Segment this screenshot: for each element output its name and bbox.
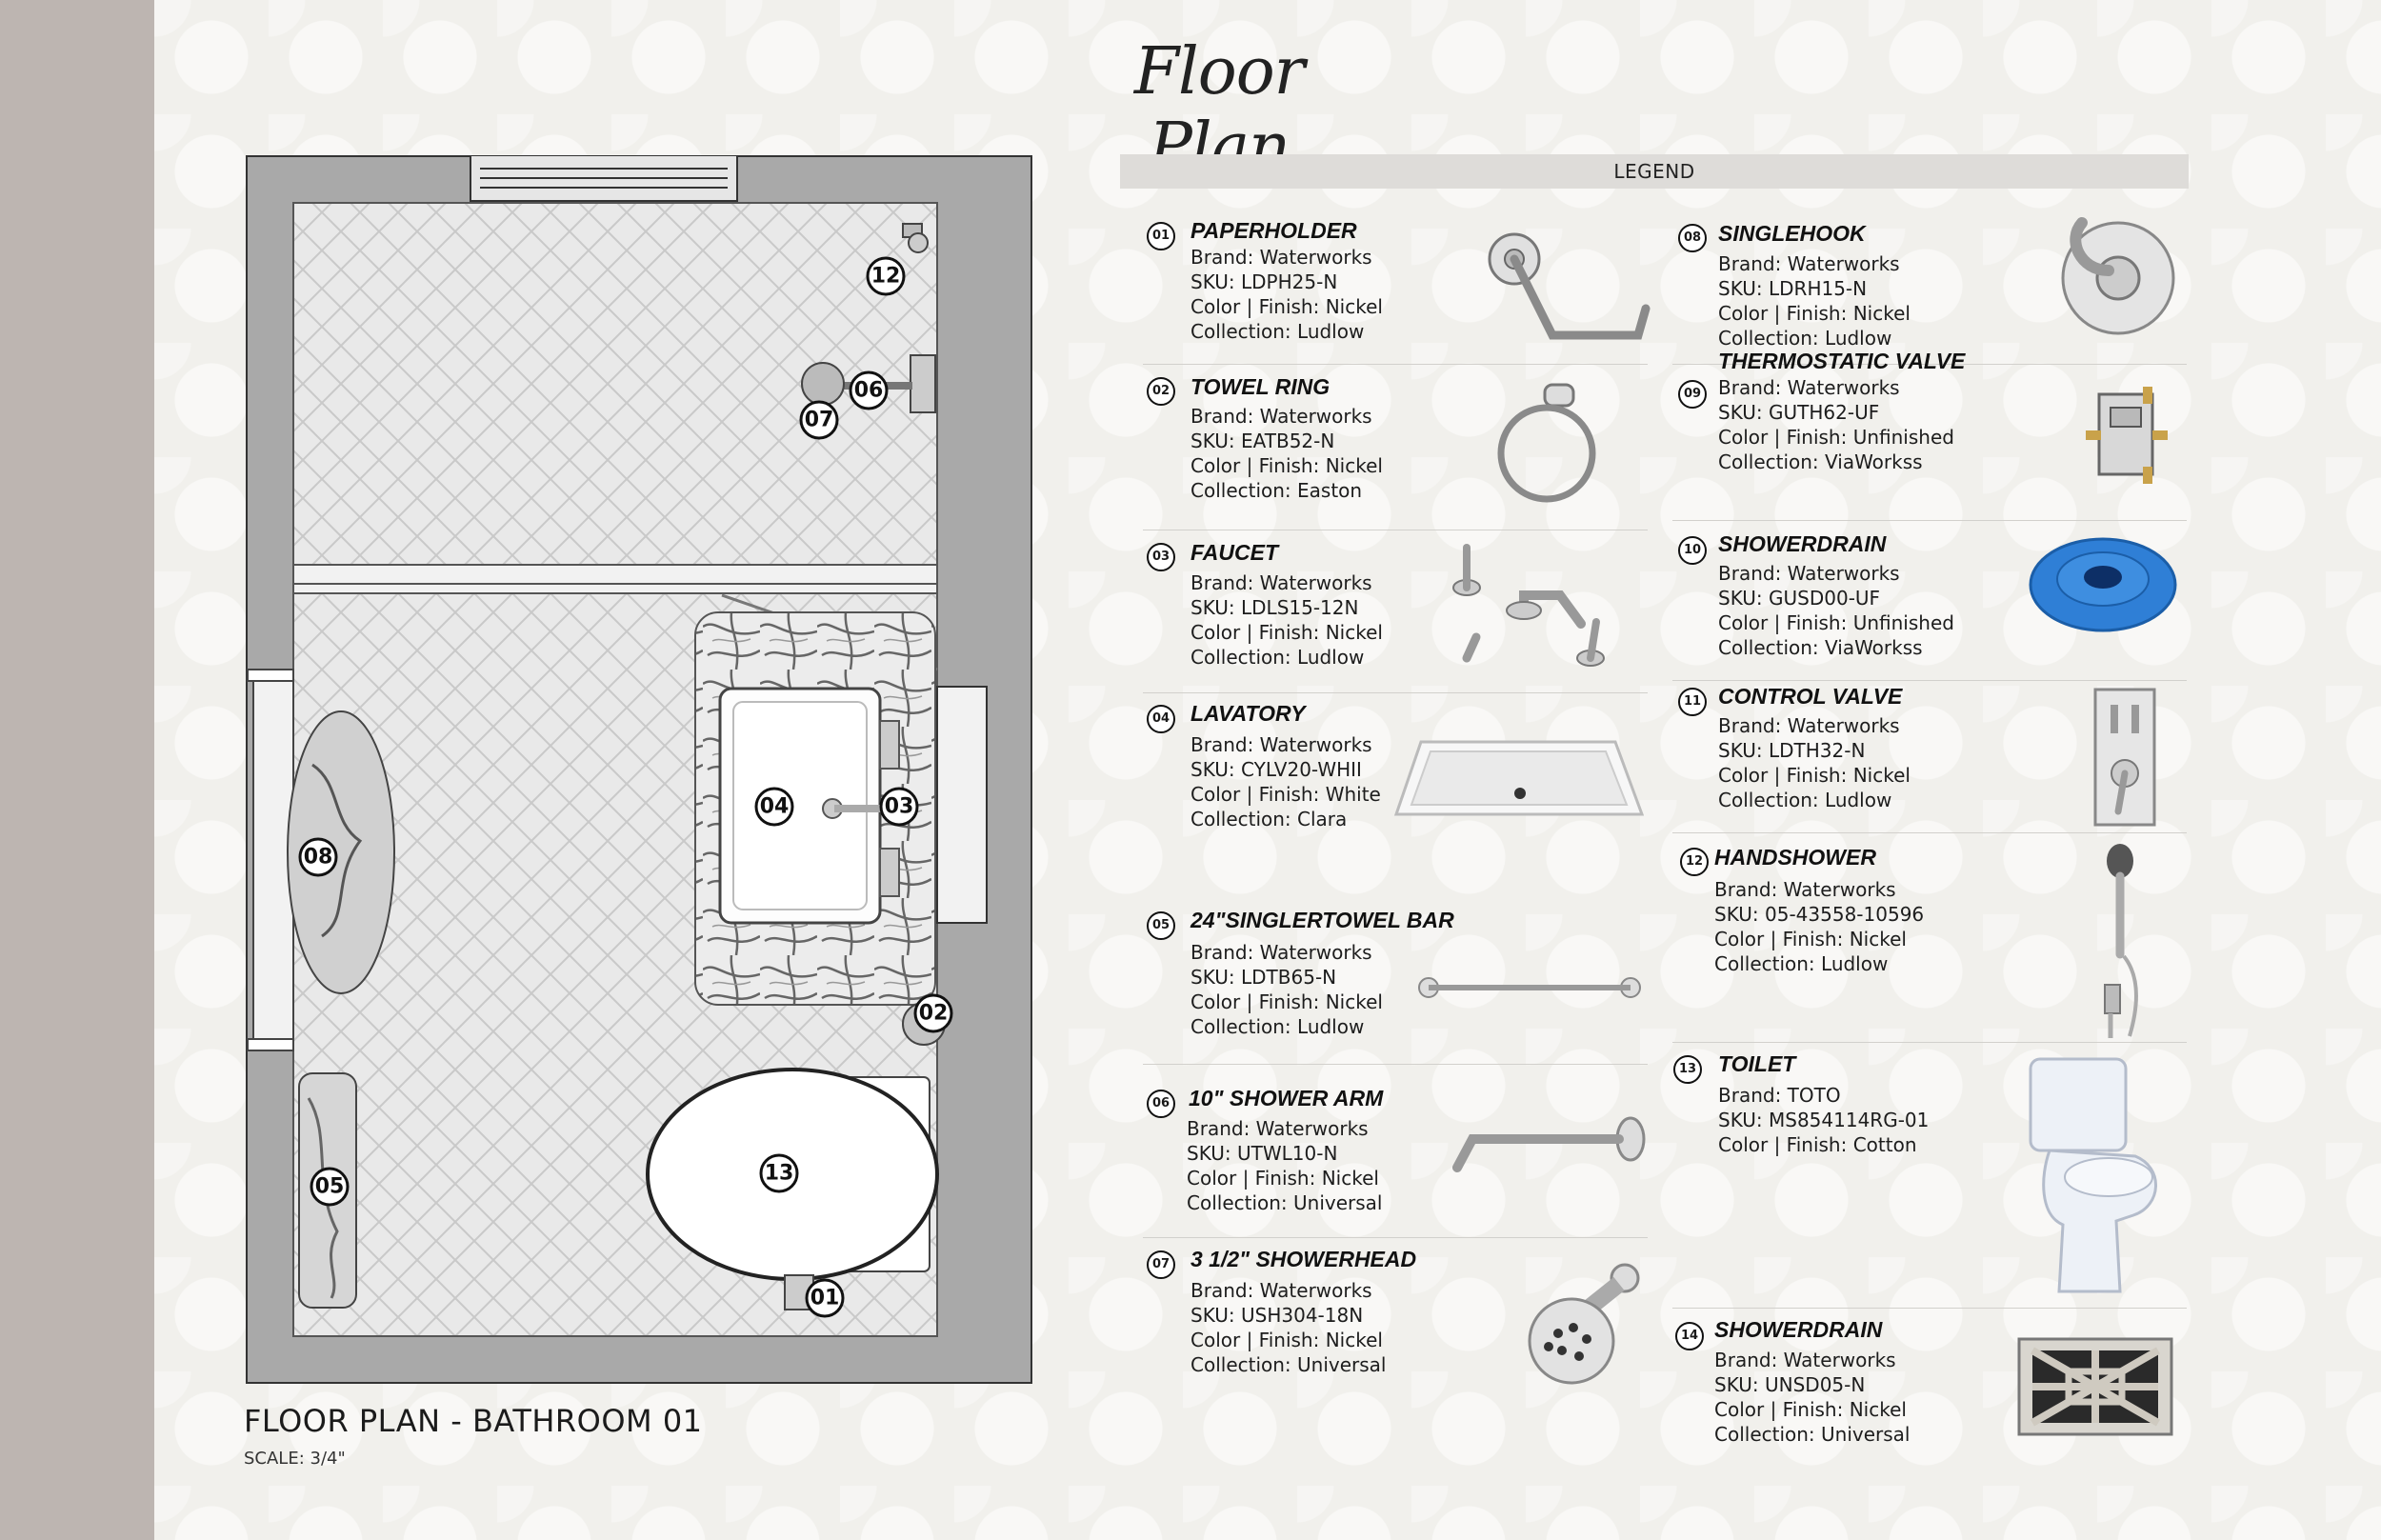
side-band bbox=[0, 0, 154, 1540]
wall-niche bbox=[936, 686, 988, 924]
svg-text:01: 01 bbox=[810, 1287, 840, 1310]
shower-arm-icon bbox=[1452, 1116, 1646, 1172]
legend-item-name: TOILET bbox=[1718, 1051, 1796, 1076]
legend-item-name: SINGLEHOOK bbox=[1718, 221, 1866, 246]
toilet-icon bbox=[2029, 1057, 2157, 1293]
legend-separator bbox=[1143, 1064, 1648, 1065]
legend-item-name: HANDSHOWER bbox=[1714, 845, 1876, 870]
legend-item-name: TOWEL RING bbox=[1190, 374, 1331, 399]
plan-caption: FLOOR PLAN - BATHROOM 01 bbox=[244, 1403, 703, 1439]
legend-number: 08 bbox=[1678, 224, 1707, 252]
legend-item-name: 10" SHOWER ARM bbox=[1189, 1086, 1384, 1110]
svg-text:12: 12 bbox=[871, 265, 901, 289]
legend-number: 12 bbox=[1680, 848, 1709, 876]
legend-item-name: SHOWERDRAIN bbox=[1714, 1317, 1883, 1342]
plan-tag-06: 06 bbox=[849, 370, 889, 410]
thermostatic-valve-icon bbox=[2086, 387, 2168, 484]
svg-text:08: 08 bbox=[304, 846, 333, 870]
svg-text:07: 07 bbox=[805, 409, 834, 432]
legend-number: 10 bbox=[1678, 536, 1707, 565]
legend-number: 13 bbox=[1673, 1055, 1702, 1084]
plan-tag-13: 13 bbox=[759, 1153, 799, 1193]
legend-item-name: PAPERHOLDER bbox=[1190, 218, 1357, 243]
towel-ring-icon bbox=[1497, 383, 1596, 503]
legend-separator bbox=[1143, 1237, 1648, 1238]
legend-separator bbox=[1672, 832, 2187, 833]
legend-number: 11 bbox=[1678, 688, 1707, 716]
handshower-icon bbox=[2104, 844, 2138, 1038]
shower-threshold bbox=[292, 564, 938, 594]
legend-separator bbox=[1143, 364, 1648, 365]
plan-tag-07: 07 bbox=[799, 400, 839, 440]
plan-tag-03: 03 bbox=[879, 787, 919, 827]
legend-number: 05 bbox=[1147, 911, 1175, 940]
legend-item-name: 24"SINGLERTOWEL BAR bbox=[1190, 908, 1454, 932]
plan-tag-02: 02 bbox=[913, 993, 953, 1033]
legend-number: 07 bbox=[1147, 1250, 1175, 1279]
legend-number: 03 bbox=[1147, 543, 1175, 571]
hook-icon bbox=[2061, 217, 2175, 335]
plan-tag-08: 08 bbox=[298, 837, 338, 877]
svg-text:06: 06 bbox=[854, 379, 884, 403]
svg-text:02: 02 bbox=[919, 1002, 949, 1026]
showerhead-icon bbox=[1528, 1263, 1640, 1385]
legend-separator bbox=[1672, 364, 2187, 365]
legend-separator bbox=[1672, 680, 2187, 681]
legend-number: 06 bbox=[1147, 1090, 1175, 1118]
svg-text:03: 03 bbox=[885, 795, 914, 819]
lavatory-icon bbox=[1393, 740, 1644, 816]
legend-number: 01 bbox=[1147, 222, 1175, 250]
legend-item-name: CONTROL VALVE bbox=[1718, 684, 1903, 709]
plan-tag-01: 01 bbox=[805, 1278, 845, 1318]
legend-heading: LEGEND bbox=[1120, 154, 2189, 189]
legend-separator bbox=[1672, 520, 2187, 521]
svg-text:04: 04 bbox=[760, 795, 790, 819]
legend-number: 14 bbox=[1675, 1322, 1704, 1350]
plan-tag-04: 04 bbox=[754, 787, 794, 827]
legend-number: 04 bbox=[1147, 705, 1175, 733]
control-valve-icon bbox=[2093, 688, 2156, 827]
plan-tag-05: 05 bbox=[310, 1167, 350, 1207]
plan-tag-12: 12 bbox=[866, 256, 906, 296]
robe-on-hook bbox=[287, 710, 395, 994]
legend-number: 09 bbox=[1678, 380, 1707, 409]
shower-drain-grate-icon bbox=[2017, 1337, 2173, 1436]
legend-separator bbox=[1672, 1042, 2187, 1043]
svg-text:13: 13 bbox=[765, 1162, 794, 1186]
paper-holder-icon bbox=[1488, 232, 1651, 340]
legend-item-name: THERMOSTATIC VALVE bbox=[1718, 349, 1966, 373]
plan-scale: SCALE: 3/4" bbox=[244, 1449, 346, 1469]
svg-text:05: 05 bbox=[315, 1175, 345, 1199]
legend-item-name: 3 1/2" SHOWERHEAD bbox=[1190, 1247, 1417, 1271]
legend-item-name: SHOWERDRAIN bbox=[1718, 531, 1887, 556]
legend-item-name: LAVATORY bbox=[1190, 701, 1306, 726]
legend-number: 02 bbox=[1147, 377, 1175, 406]
faucet-icon bbox=[1452, 544, 1605, 667]
legend-separator bbox=[1143, 692, 1648, 693]
legend-item-name: FAUCET bbox=[1190, 540, 1278, 565]
legend-separator bbox=[1672, 1308, 2187, 1309]
towel-bar-icon bbox=[1418, 977, 1641, 998]
shower-drain-base-icon bbox=[2029, 537, 2177, 632]
floor-plan-drawing: 12 06 07 04 03 08 02 05 13 01 bbox=[246, 155, 1032, 1384]
